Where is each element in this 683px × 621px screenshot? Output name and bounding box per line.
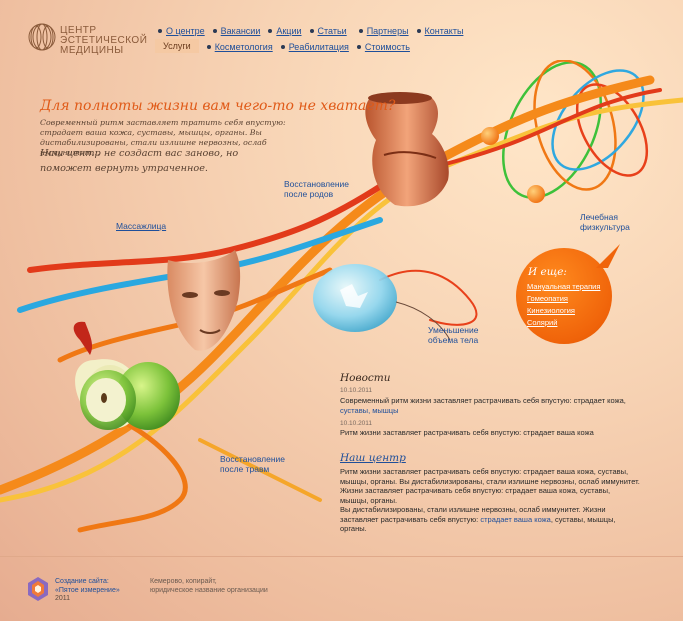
logo-text: ЦЕНТР ЭСТЕТИЧЕСКОЙ МЕДИЦИНЫ	[60, 26, 150, 56]
nav-label: О центре	[166, 26, 205, 36]
footer-legal-name: юридическое название организации	[150, 586, 268, 594]
link-label: Восстановление после травм	[220, 454, 286, 474]
credit-label[interactable]: Создание сайта:	[55, 578, 109, 585]
nav-promotions[interactable]: Акции	[268, 26, 309, 36]
bullet-icon	[416, 29, 421, 33]
logo-line-3: МЕДИЦИНЫ	[60, 45, 124, 56]
link-label: Лечебная физкультура	[580, 212, 630, 232]
our-center-paragraph-1: Ритм жизни заставляет растрачивать себя …	[340, 467, 640, 505]
nav-vacancies[interactable]: Вакансии	[212, 26, 269, 36]
bullet-icon	[358, 29, 363, 33]
news-item: Современный ритм жизни заставляет растра…	[340, 396, 640, 415]
logo-line-2: ЭСТЕТИЧЕСКОЙ	[60, 35, 148, 46]
link-label: Уменьшение объема тела	[428, 325, 479, 345]
link-label: Массажлица	[116, 221, 167, 231]
intro-large-text: Наш центр не создаст вас заново, но помо…	[40, 148, 239, 174]
paragraph-text: Вы дистабилизированы, стали излишне нерв…	[340, 505, 606, 524]
bullet-icon	[268, 29, 273, 33]
news-date: 10.10.2011	[340, 420, 373, 427]
nav-label: Реабилитация	[288, 42, 349, 52]
bullet-icon	[158, 29, 162, 33]
our-center-paragraph-2: Вы дистабилизированы, стали излишне нерв…	[340, 505, 640, 534]
nav-rehabilitation[interactable]: Реабилитация	[280, 41, 357, 53]
intro-small-text: Современный ритм заставляет тратить себя…	[40, 118, 286, 157]
skin-link[interactable]: страдает ваша кожа	[480, 514, 551, 524]
link-physiotherapy[interactable]: Лечебная физкультура	[580, 212, 642, 232]
nav-prices[interactable]: Стоимость	[356, 41, 418, 53]
link-body-volume[interactable]: Уменьшение объема тела	[428, 325, 490, 345]
nav-label: Вакансии	[220, 26, 261, 36]
footer-city: Кемерово, копирайт,	[150, 578, 217, 585]
tagline: Для полноты жизни вам чего-то не хватает…	[40, 98, 396, 114]
news-text: Современный ритм жизни заставляет растра…	[340, 396, 626, 405]
nav-label: Услуги	[163, 41, 191, 51]
bullet-icon	[280, 45, 285, 49]
paragraph-text: , суставы, мышцы, органы.	[340, 514, 616, 534]
bubble-tail-icon	[596, 244, 620, 268]
link-label: Восстановление после родов	[284, 179, 350, 199]
bullet-icon	[356, 45, 361, 49]
bubble-list: Мануальная терапия Гомеопатия Кинезиолог…	[527, 281, 600, 329]
more-services-bubble	[516, 248, 612, 344]
nav-about[interactable]: О центре	[158, 26, 213, 36]
logo-icon[interactable]	[27, 22, 57, 52]
news-text: Ритм жизни заставляет растрачивать себя …	[340, 428, 594, 437]
link-solarium[interactable]: Солярий	[527, 318, 558, 327]
link-massage[interactable]: Массажлица	[116, 221, 166, 231]
nav-label: Акции	[276, 26, 302, 36]
nav-label: Контакты	[424, 26, 464, 36]
nav-label: Партнеры	[366, 26, 409, 36]
link-postnatal-recovery[interactable]: Восстановление после родов	[284, 179, 354, 199]
bullet-icon	[212, 29, 217, 33]
sub-nav: Услуги Косметология Реабилитация Стоимос…	[155, 39, 418, 53]
link-injury-recovery[interactable]: Восстановление после травм	[220, 454, 290, 474]
logo-line-1: ЦЕНТР	[60, 25, 97, 36]
our-center-title[interactable]: Наш центр	[340, 452, 406, 464]
studio-logo-icon[interactable]	[27, 576, 49, 602]
nav-label: Стоимость	[364, 42, 410, 52]
nav-cosmetology[interactable]: Косметология	[206, 41, 281, 53]
nav-articles[interactable]: Статьи	[309, 26, 359, 36]
news-link[interactable]: суставы, мышцы	[340, 405, 399, 415]
nav-label: Статьи	[317, 26, 347, 36]
nav-contacts[interactable]: Контакты	[416, 26, 472, 36]
footer-info: Кемерово, копирайт, юридическое название…	[150, 578, 268, 595]
hero-illustration	[0, 60, 683, 533]
bullet-icon	[206, 45, 211, 49]
studio-link[interactable]: «Пятое измерение»	[55, 586, 120, 594]
news-item: Ритм жизни заставляет растрачивать себя …	[340, 428, 640, 438]
footer-credit: Создание сайта: «Пятое измерение» 2011	[55, 578, 120, 604]
nav-services[interactable]: Услуги	[155, 39, 199, 53]
credit-year: 2011	[55, 595, 71, 602]
link-homeopathy[interactable]: Гомеопатия	[527, 294, 568, 303]
link-kinesiology[interactable]: Кинезиология	[527, 306, 575, 315]
news-date: 10.10.2011	[340, 387, 373, 394]
nav-partners[interactable]: Партнеры	[358, 26, 417, 36]
footer-divider	[0, 556, 683, 557]
news-title: Новости	[340, 372, 391, 384]
link-manual-therapy[interactable]: Мануальная терапия	[527, 282, 601, 291]
main-nav: О центре Вакансии Акции Статьи Партнеры …	[158, 26, 471, 36]
bullet-icon	[309, 29, 314, 33]
nav-label: Косметология	[214, 42, 273, 52]
bubble-title: И еще:	[528, 266, 567, 278]
